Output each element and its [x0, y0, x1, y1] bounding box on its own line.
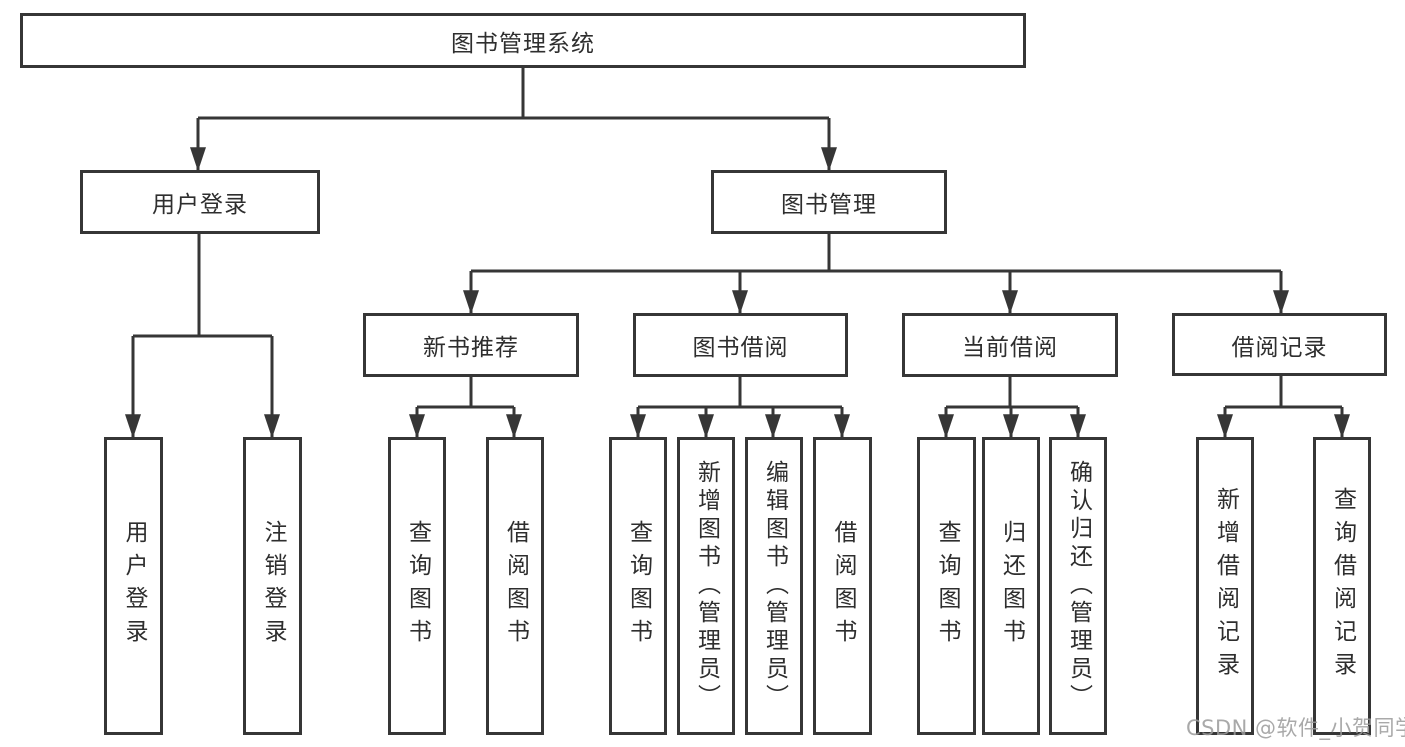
node-book-management: 图书管理 [711, 170, 947, 234]
node-leaf-query-books-3: 查询图书 [917, 437, 976, 735]
leaf-label: 查询借阅记录 [1329, 487, 1356, 685]
leaf-label: 用户登录 [121, 520, 147, 652]
node-leaf-edit-books-admin: 编辑图书（管理员） [745, 437, 803, 735]
node-current-borrow: 当前借阅 [902, 313, 1118, 377]
node-new-book-recommend: 新书推荐 [363, 313, 579, 377]
leaf-label: 查询图书 [934, 520, 960, 652]
node-leaf-query-borrow-record: 查询借阅记录 [1313, 437, 1371, 735]
node-leaf-add-books-admin: 新增图书（管理员） [677, 437, 735, 735]
leaf-label: 注销登录 [260, 520, 286, 652]
node-leaf-query-books-1: 查询图书 [388, 437, 446, 735]
node-leaf-user-login: 用户登录 [104, 437, 163, 735]
watermark-text: CSDN @软件_小贺同学 [1186, 716, 1405, 740]
node-leaf-logout: 注销登录 [243, 437, 302, 735]
node-leaf-return-books: 归还图书 [982, 437, 1040, 735]
leaf-label: 编辑图书（管理员） [761, 460, 788, 712]
node-leaf-confirm-return-admin: 确认归还（管理员） [1049, 437, 1107, 735]
leaf-label: 借阅图书 [830, 520, 856, 652]
node-borrow-records: 借阅记录 [1172, 313, 1387, 376]
leaf-label: 查询图书 [404, 520, 431, 652]
node-leaf-add-borrow-record: 新增借阅记录 [1196, 437, 1254, 735]
node-leaf-query-books-2: 查询图书 [609, 437, 667, 735]
leaf-label: 新增图书（管理员） [693, 460, 720, 712]
leaf-label: 归还图书 [998, 520, 1025, 652]
branch-splitters [133, 66, 1342, 409]
leaf-label: 借阅图书 [502, 520, 529, 652]
node-root-library-system: 图书管理系统 [20, 13, 1026, 68]
node-leaf-borrow-books-2: 借阅图书 [813, 437, 872, 735]
leaf-label: 新增借阅记录 [1212, 487, 1239, 685]
leaf-label: 确认归还（管理员） [1065, 460, 1092, 712]
leaf-label: 查询图书 [625, 520, 652, 652]
node-book-borrow: 图书借阅 [633, 313, 848, 377]
node-user-login: 用户登录 [80, 170, 320, 234]
node-leaf-borrow-books-1: 借阅图书 [486, 437, 544, 735]
